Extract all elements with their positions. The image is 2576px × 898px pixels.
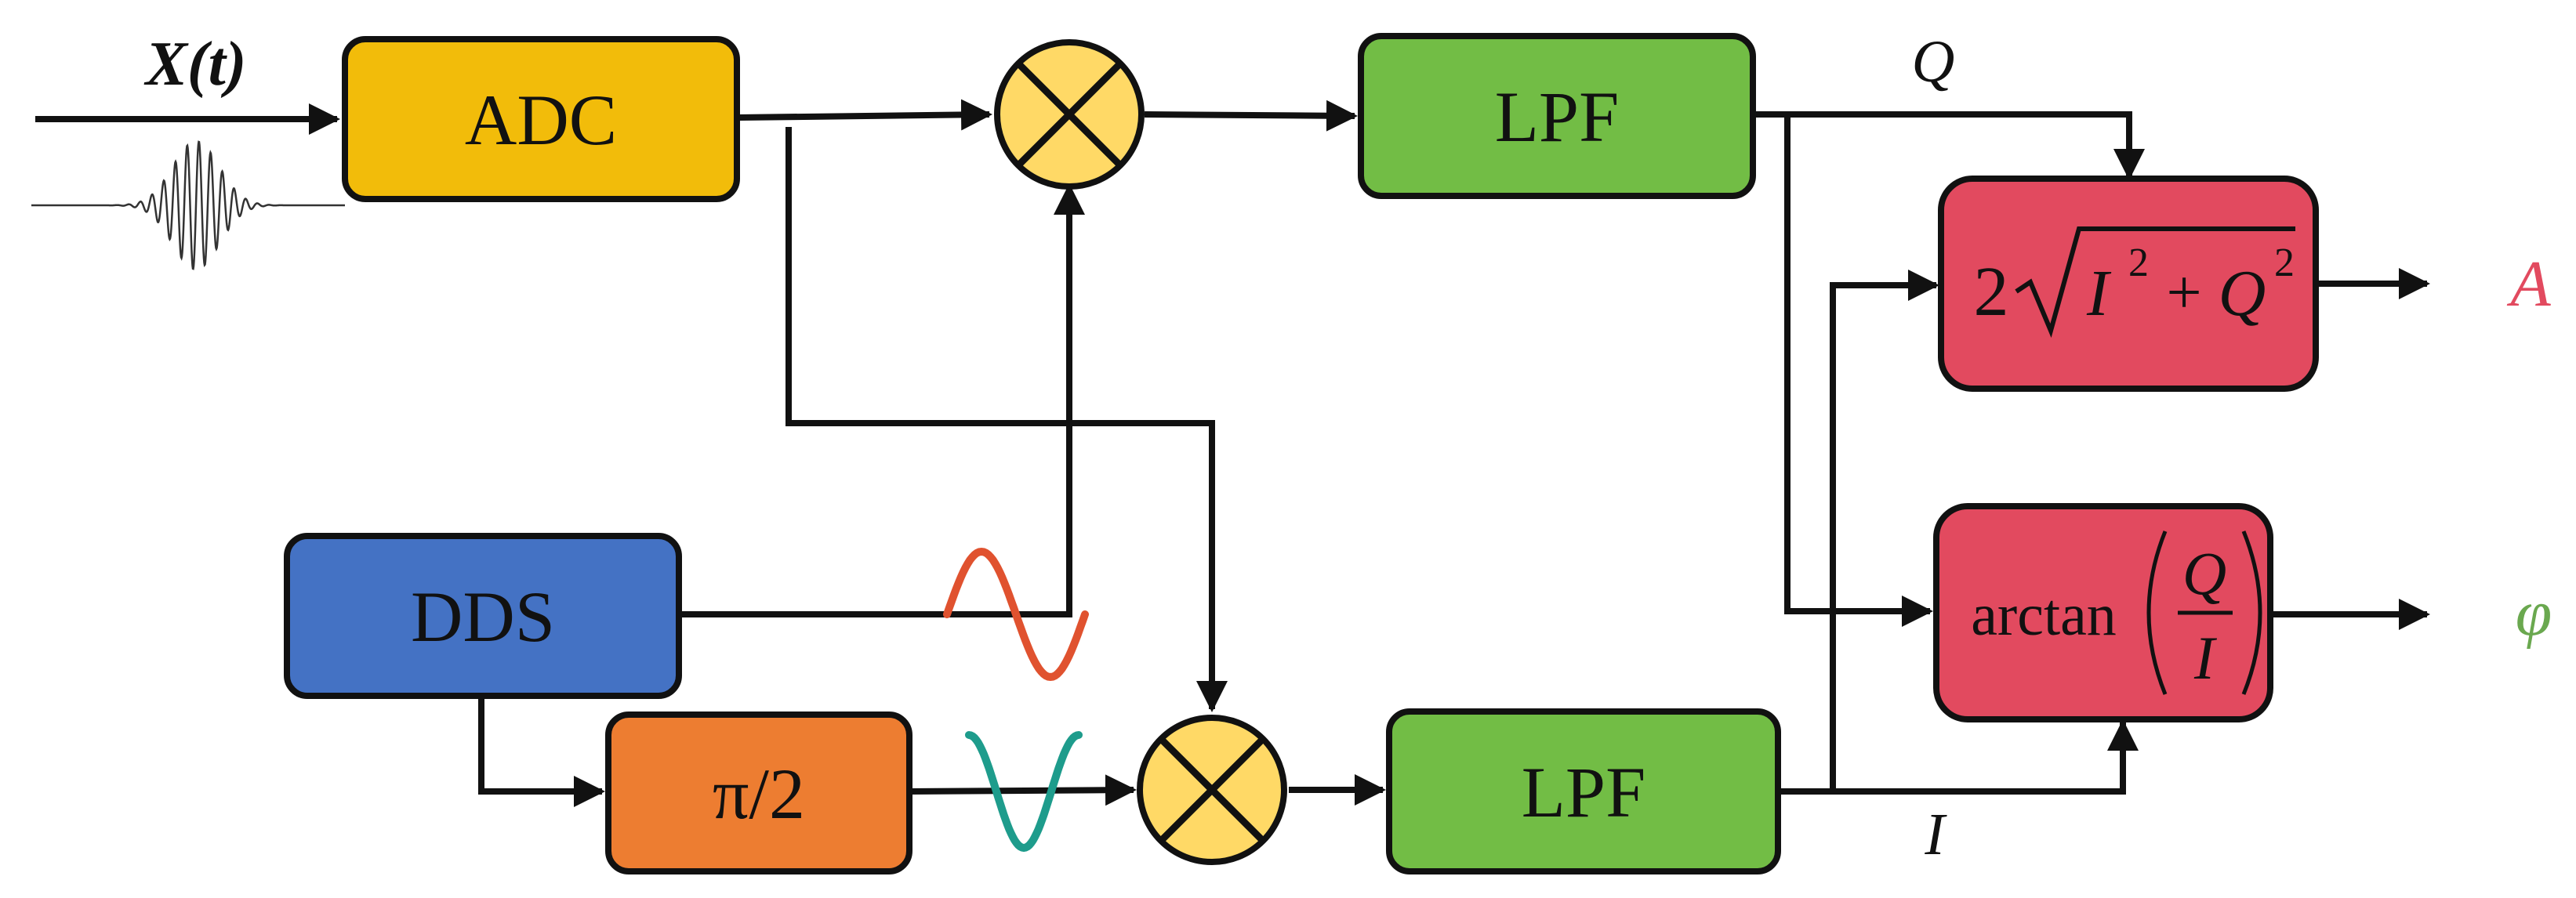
adc-label: ADC [465, 80, 617, 160]
dds-sine-waveform [943, 547, 1089, 682]
input-waveform [31, 140, 345, 270]
amplitude-q: Q [2219, 257, 2266, 330]
wire-q-phase [1784, 114, 1933, 627]
wire-adc-mixer-i [785, 127, 1228, 712]
lpf-q-label: LPF [1495, 77, 1620, 157]
amplitude-q-exponent: 2 [2274, 241, 2295, 285]
right-paren [2241, 530, 2262, 695]
input-signal-label: X(t) [143, 30, 247, 99]
wire-dds-mixer-q [679, 183, 1085, 617]
phase-shift-block: π/2 [605, 712, 912, 874]
sqrt-sign [2015, 226, 2295, 339]
adc-block: ADC [342, 36, 740, 202]
wire-dds-phase [478, 697, 605, 807]
phase-denominator: I [2193, 624, 2218, 692]
wire-mixer-q-lpf [1144, 100, 1358, 132]
wire-phase-mixer-i [909, 774, 1137, 806]
phase-block: arctan Q I [1933, 503, 2273, 722]
lpf-i-block: LPF [1386, 708, 1781, 874]
amplitude-i-exponent: 2 [2128, 241, 2149, 285]
mixer-i [1137, 715, 1287, 865]
phase-numerator: Q [2182, 539, 2226, 607]
wire-i-amplitude [1780, 270, 1939, 795]
dds-label: DDS [411, 577, 555, 657]
dds-block: DDS [284, 533, 682, 699]
amplitude-coef: 2 [1974, 253, 2009, 331]
amplitude-block: 2 I 2 + Q 2 [1938, 176, 2319, 392]
lpf-i-label: LPF [1522, 752, 1646, 832]
cosine-waveform [965, 731, 1083, 853]
connections [35, 99, 2430, 807]
wire-adc-mixer-q [738, 99, 992, 131]
amplitude-output-label: A [2506, 248, 2551, 320]
phase-func: arctan [1971, 582, 2117, 648]
amplitude-i: I [2086, 257, 2112, 330]
i-signal-label: I [1924, 802, 1947, 867]
left-paren [2146, 530, 2168, 695]
q-signal-label: Q [1912, 29, 1955, 95]
phase-shift-label: π/2 [713, 754, 805, 834]
amplitude-plus: + [2166, 259, 2201, 328]
mixer-q [994, 39, 1145, 190]
wire-i-phase [1833, 719, 2139, 795]
wire-q-amplitude [1754, 111, 2145, 180]
lpf-q-block: LPF [1358, 33, 1756, 199]
phase-output-label: φ [2516, 577, 2552, 650]
